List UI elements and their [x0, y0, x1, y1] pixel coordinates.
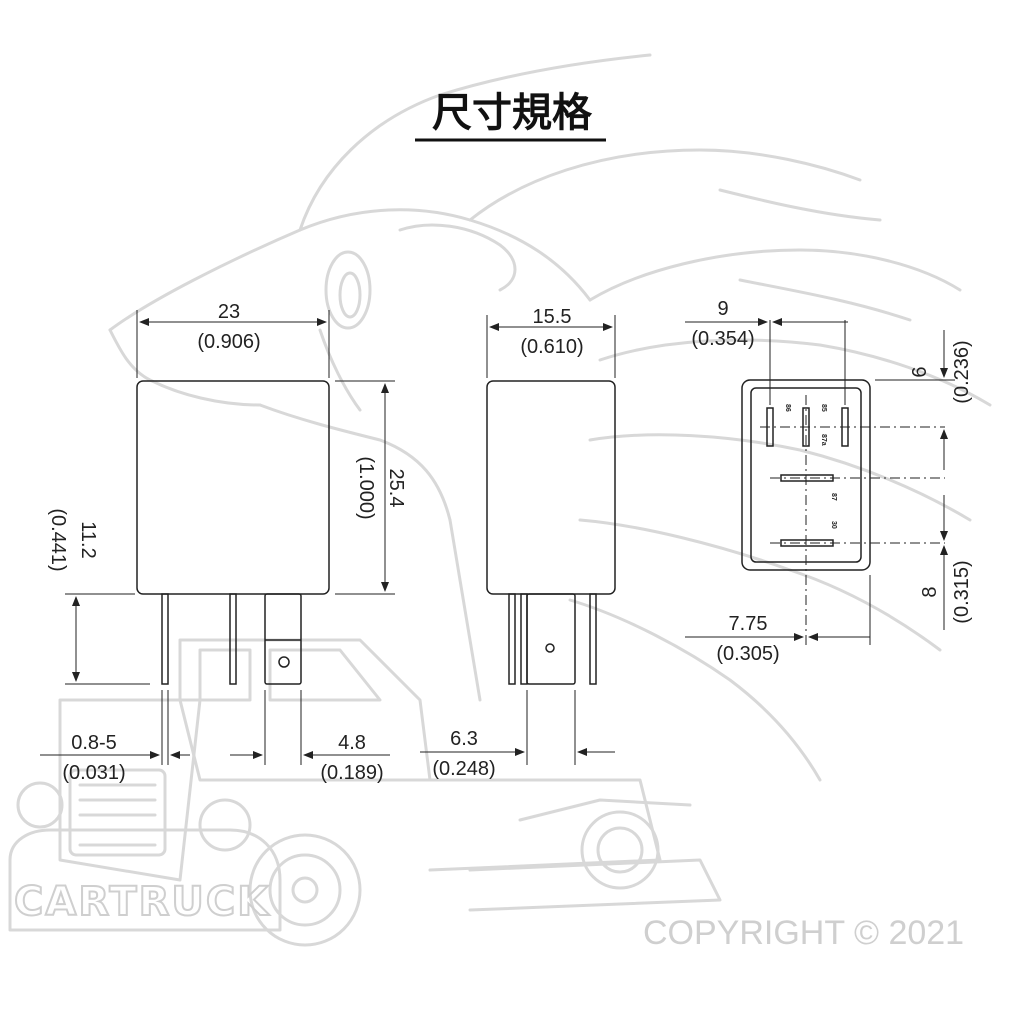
center-offset-in: (0.305) — [716, 643, 779, 665]
pin-thickness-in: (0.031) — [62, 762, 125, 784]
pin-spacing-mm: 9 — [717, 298, 728, 320]
front-height-mm: 25.4 — [385, 469, 407, 508]
relay-body-side — [486, 380, 616, 595]
pin-label-86: 86 — [784, 404, 791, 412]
pin-width-mm: 4.8 — [338, 732, 366, 754]
pin-label-87: 87 — [830, 493, 837, 501]
front-pin-left — [161, 593, 169, 685]
side-width-mm: 15.5 — [533, 306, 572, 328]
side-pin-3 — [589, 593, 597, 685]
front-pin-mid — [229, 593, 237, 685]
front-pin-hole — [278, 656, 290, 668]
front-height-in: (1.000) — [355, 456, 377, 519]
center-offset-mm: 7.75 — [729, 613, 768, 635]
pin-label-85: 85 — [820, 404, 827, 412]
side-width-in: (0.610) — [520, 336, 583, 358]
top-offset-mm: 6 — [909, 366, 931, 377]
side-pin-tab — [526, 593, 576, 685]
pin-pitch-mm: 8 — [919, 586, 941, 597]
side-pin-2 — [520, 593, 528, 685]
side-pin-width-mm: 6.3 — [450, 728, 478, 750]
pin-spacing-in: (0.354) — [691, 328, 754, 350]
front-width-mm: 23 — [218, 301, 240, 323]
front-pin-tab — [264, 593, 302, 685]
top-offset-in: (0.236) — [951, 340, 973, 403]
pin-length-mm: 11.2 — [77, 521, 99, 558]
pin-thickness-mm: 0.8-5 — [71, 732, 117, 754]
watermark-brand: CARTRUCK — [14, 879, 270, 925]
side-pin-1 — [508, 593, 516, 685]
page-title: 尺寸規格 — [432, 90, 593, 136]
front-view — [136, 380, 330, 685]
watermark-copyright: COPYRIGHT © 2021 — [643, 914, 964, 952]
pin-length-in: (0.441) — [47, 508, 69, 571]
side-pin-width-in: (0.248) — [432, 758, 495, 780]
pin-label-87a: 87a — [820, 434, 827, 446]
pin-width-in: (0.189) — [320, 762, 383, 784]
side-pin-hole — [545, 643, 555, 653]
pin-label-30: 30 — [830, 521, 837, 529]
relay-body-front — [136, 380, 330, 595]
side-view — [486, 380, 616, 685]
pin-pitch-in: (0.315) — [951, 560, 973, 623]
front-width-in: (0.906) — [197, 331, 260, 353]
watermark-illustration — [8, 53, 992, 947]
